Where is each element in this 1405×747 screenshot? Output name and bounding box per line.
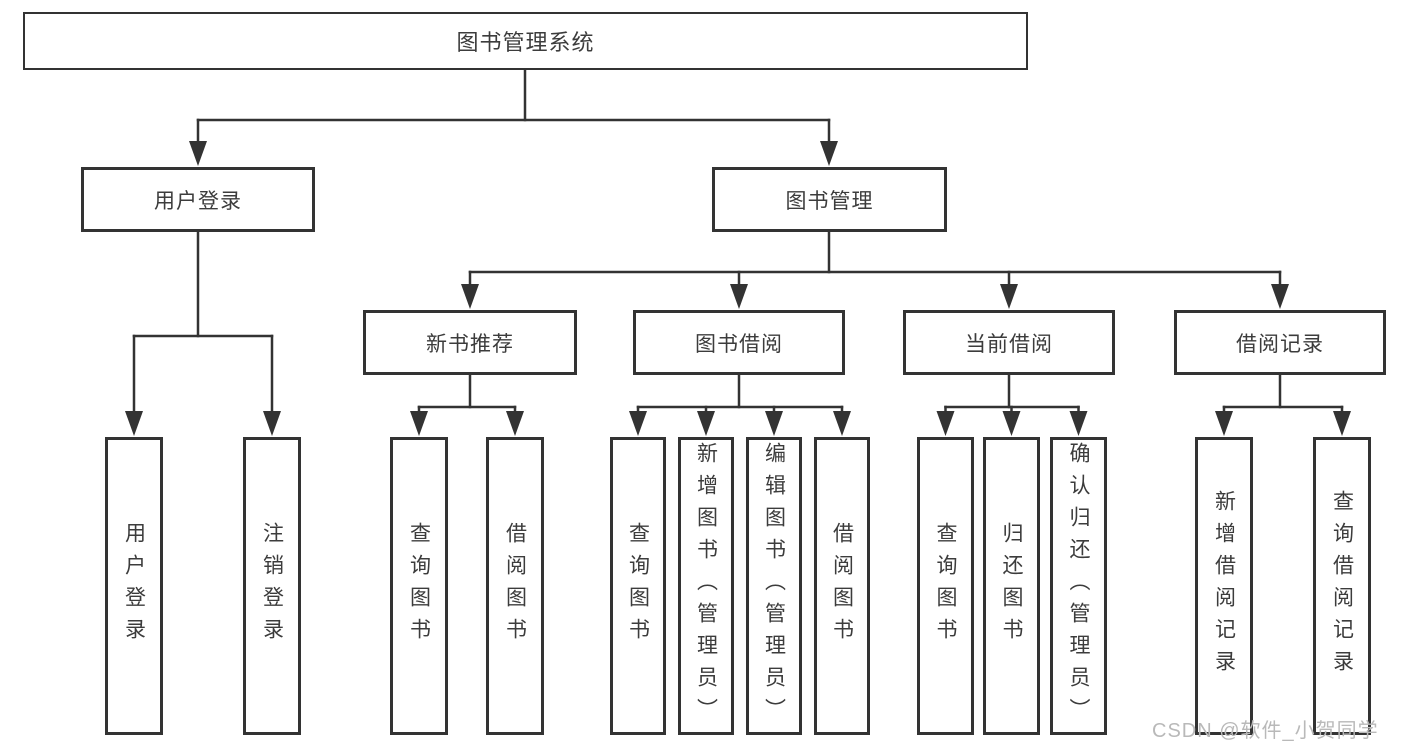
arrowhead-icon — [461, 284, 479, 309]
arrowhead-icon — [506, 411, 524, 436]
node-label: 归还图书 — [1000, 522, 1023, 650]
arrowhead-icon — [1002, 411, 1021, 436]
node-current-borrowing: 当前借阅 — [903, 310, 1115, 375]
node-label: 图书管理 — [785, 189, 874, 213]
node-new-book-recommendation: 新书推荐 — [363, 310, 577, 375]
leaf-query-books-borrow: 查询图书 — [610, 437, 666, 735]
node-label: 用户登录 — [122, 522, 146, 650]
leaf-borrow-books-borrow: 借阅图书 — [814, 437, 870, 735]
arrowhead-icon — [1000, 284, 1018, 309]
node-label: 图书借阅 — [695, 332, 783, 356]
node-label: 新书推荐 — [426, 332, 514, 356]
node-label: 借阅记录 — [1236, 332, 1324, 356]
arrowhead-icon — [189, 141, 207, 166]
node-borrowing-records: 借阅记录 — [1174, 310, 1386, 375]
node-label: 新增借阅记录 — [1212, 490, 1236, 682]
node-label: 借阅图书 — [830, 522, 854, 650]
leaf-user-login: 用户登录 — [105, 437, 163, 735]
node-label: 查询图书 — [626, 522, 650, 650]
arrowhead-icon — [765, 411, 783, 436]
node-book-management: 图书管理 — [712, 167, 947, 232]
leaf-return-book: 归还图书 — [983, 437, 1040, 735]
arrowhead-icon — [263, 411, 281, 436]
node-book-borrowing: 图书借阅 — [633, 310, 845, 375]
arrowhead-icon — [629, 411, 647, 436]
leaf-confirm-return-admin: 确认归还（管理员） — [1050, 437, 1107, 735]
arrowhead-icon — [410, 411, 428, 436]
arrowhead-icon — [1215, 411, 1233, 436]
leaf-borrow-books-newbook: 借阅图书 — [486, 437, 544, 735]
leaf-edit-book-admin: 编辑图书（管理员） — [746, 437, 802, 735]
leaf-add-borrowing-record: 新增借阅记录 — [1195, 437, 1253, 735]
node-label: 新增图书（管理员） — [694, 442, 718, 730]
node-label: 用户登录 — [154, 189, 242, 213]
arrowhead-icon — [697, 411, 715, 436]
node-label: 查询借阅记录 — [1330, 490, 1354, 682]
leaf-query-borrowing-record: 查询借阅记录 — [1313, 437, 1371, 735]
node-label: 查询图书 — [934, 522, 957, 650]
arrowhead-icon — [730, 284, 748, 309]
arrowhead-icon — [1271, 284, 1289, 309]
node-label: 注销登录 — [260, 522, 284, 650]
node-label: 查询图书 — [407, 522, 431, 650]
node-label: 当前借阅 — [965, 332, 1053, 356]
node-library-management-system: 图书管理系统 — [23, 12, 1028, 70]
node-label: 确认归还（管理员） — [1067, 442, 1090, 730]
leaf-query-books-current: 查询图书 — [917, 437, 974, 735]
leaf-query-books-newbook: 查询图书 — [390, 437, 448, 735]
leaf-logout: 注销登录 — [243, 437, 301, 735]
arrowhead-icon — [936, 411, 955, 436]
arrowhead-icon — [1069, 411, 1088, 436]
leaf-add-book-admin: 新增图书（管理员） — [678, 437, 734, 735]
arrowhead-icon — [833, 411, 851, 436]
arrowhead-icon — [1333, 411, 1351, 436]
arrowhead-icon — [820, 141, 838, 166]
node-user-login: 用户登录 — [81, 167, 315, 232]
arrowhead-icon — [125, 411, 143, 436]
node-label: 借阅图书 — [503, 522, 527, 650]
node-label: 图书管理系统 — [456, 30, 595, 55]
node-label: 编辑图书（管理员） — [762, 442, 786, 730]
csdn-watermark: CSDN @软件_小贺同学 — [1152, 720, 1379, 742]
